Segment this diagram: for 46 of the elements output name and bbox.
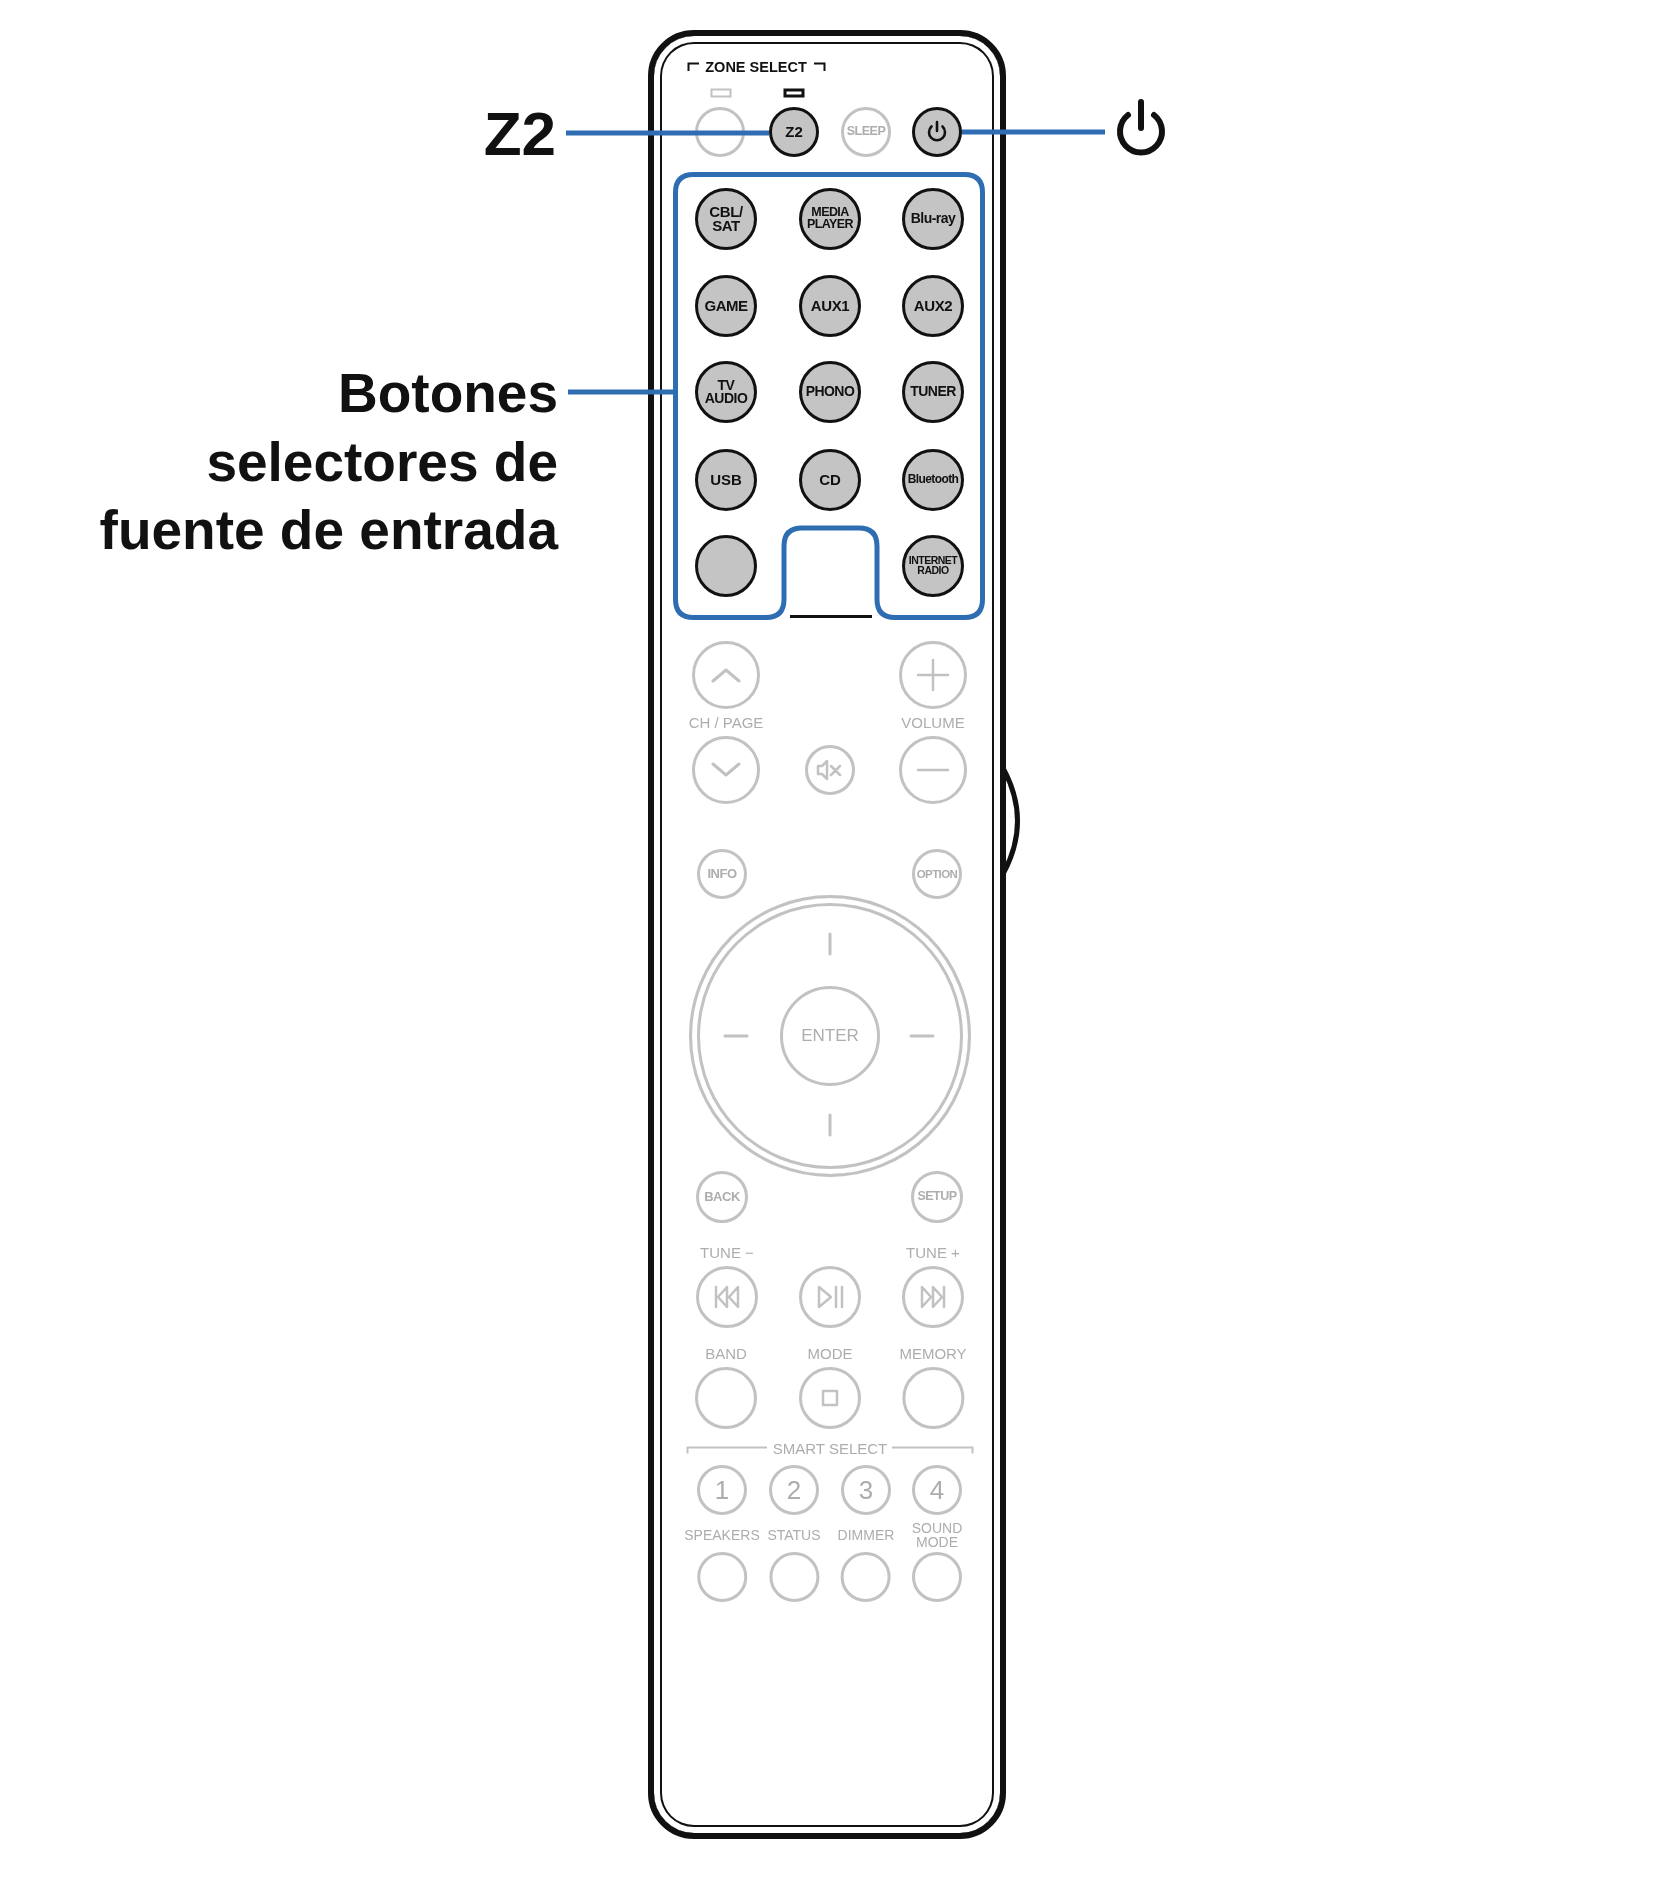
button-caption: BAND (705, 1346, 747, 1362)
button-caption: SOUND MODE (910, 1521, 964, 1549)
button-caption: MODE (807, 1346, 853, 1362)
navigation-ring (689, 895, 971, 1177)
round-button: AUX1 (799, 275, 861, 337)
button-caption: MEMORY (899, 1346, 967, 1362)
button-caption: SPEAKERS (684, 1528, 760, 1542)
round-button: Blu-ray (902, 188, 964, 250)
round-button: SETUP (911, 1171, 963, 1223)
round-button: INFO (697, 849, 747, 899)
round-button: BACK (696, 1171, 748, 1223)
leader-line (962, 129, 1105, 135)
round-button: MEDIA PLAYER (799, 188, 861, 250)
leader-line (568, 389, 673, 395)
round-button: 3 (841, 1465, 891, 1515)
round-button: ENTER (780, 986, 880, 1086)
power-icon (1115, 98, 1167, 156)
section-label: SMART SELECT (772, 1440, 888, 1458)
round-button: TV AUDIO (695, 361, 757, 423)
round-button: 2 (769, 1465, 819, 1515)
round-button: Bluetooth (902, 449, 964, 511)
round-button: 1 (697, 1465, 747, 1515)
button-caption: STATUS (767, 1528, 821, 1542)
round-button: USB (695, 449, 757, 511)
button-caption: TUNE + (906, 1245, 960, 1261)
round-button: 4 (912, 1465, 962, 1515)
callout-label: Z2 (483, 99, 556, 169)
button-caption: DIMMER (837, 1528, 895, 1542)
remote-control-body (648, 30, 1006, 1839)
button-caption: TUNE − (700, 1245, 754, 1261)
round-button: CD (799, 449, 861, 511)
button-caption: VOLUME (901, 714, 965, 732)
callout-label: Botones selectores de fuente de entrada (78, 359, 558, 565)
round-button (912, 107, 962, 157)
round-button: Z2 (769, 107, 819, 157)
section-label: ZONE SELECT (705, 58, 807, 76)
round-button: CBL/ SAT (695, 188, 757, 250)
round-button: INTERNET RADIO (902, 535, 964, 597)
round-button: SLEEP (841, 107, 891, 157)
round-button: OPTION (912, 849, 962, 899)
round-button (805, 745, 855, 795)
round-button: TUNER (902, 361, 964, 423)
round-button: AUX2 (902, 275, 964, 337)
round-button: GAME (695, 275, 757, 337)
round-button: PHONO (799, 361, 861, 423)
button-caption: CH / PAGE (688, 714, 764, 732)
